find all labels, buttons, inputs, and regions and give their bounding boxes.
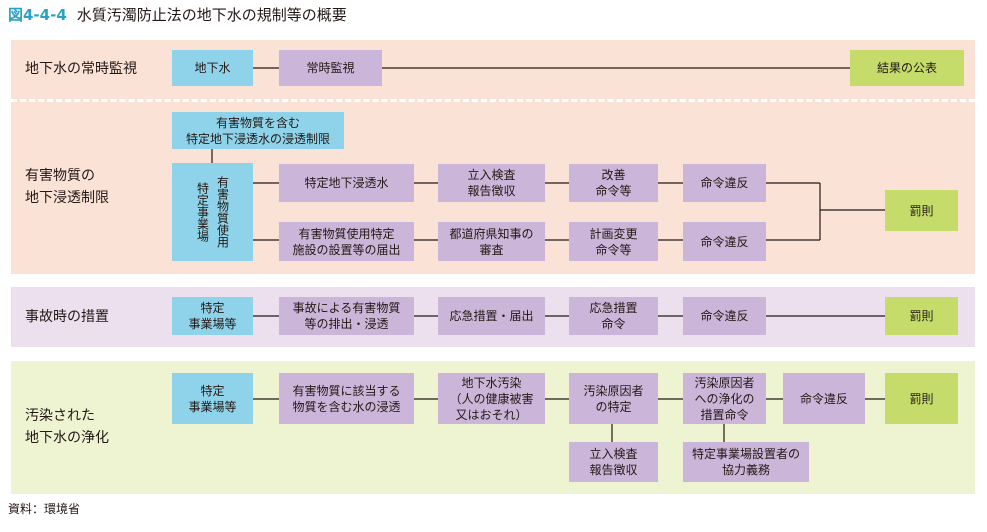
- cooperation-duty-box: 特定事業場設置者の 協力義務: [683, 442, 809, 482]
- remediation-inspection-box: 立入検査 報告徴収: [569, 442, 658, 482]
- accident-violation-box: 命令違反: [683, 297, 766, 335]
- penalty-box-remediation: 罰則: [885, 373, 958, 424]
- order-violation-box-1: 命令違反: [683, 164, 766, 202]
- source-note: 資料：環境省: [8, 502, 81, 516]
- governor-review-box: 都道府県知事の 審査: [438, 222, 545, 261]
- cleanup-order-box: 汚染原因者 への浄化の 措置命令: [683, 373, 766, 424]
- polluter-identification-box: 汚染原因者 の特定: [569, 373, 658, 424]
- penalty-box-accident: 罰則: [885, 297, 958, 335]
- improvement-order-box: 改善 命令等: [569, 164, 658, 202]
- row-label-infiltration: 有害物質の 地下浸透制限: [25, 168, 109, 206]
- hazardous-facility-text-b: 有害物質使用: [215, 176, 230, 248]
- infiltration-water-box: 特定地下浸透水: [279, 164, 414, 202]
- publication-box: 結果の公表: [850, 50, 964, 86]
- inspection-box: 立入検査 報告徴収: [438, 164, 545, 202]
- groundwater-pollution-box: 地下水汚染 （人の健康被害 又はおそれ）: [438, 373, 545, 424]
- penalty-box-infiltration: 罰則: [885, 190, 958, 231]
- row-label-monitoring: 地下水の常時監視: [25, 61, 137, 77]
- remediation-facility-box: 特定 事業場等: [172, 373, 253, 424]
- accident-facility-box: 特定 事業場等: [172, 297, 253, 335]
- figure-title-text: 水質汚濁防止法の地下水の規制等の概要: [76, 6, 347, 24]
- groundwater-box: 地下水: [172, 50, 253, 86]
- hazardous-facility-text-a: 特定事業場: [195, 182, 210, 242]
- constant-monitoring-box: 常時監視: [279, 50, 382, 86]
- figure-title: 図4-4-4 水質汚濁防止法の地下水の規制等の概要: [8, 4, 347, 26]
- facility-notification-box: 有害物質使用特定 施設の設置等の届出: [279, 222, 414, 261]
- accident-leak-box: 事故による有害物質 等の排出・浸透: [279, 297, 414, 335]
- figure-number: 図4-4-4: [8, 6, 67, 24]
- row-label-accident: 事故時の措置: [25, 309, 109, 325]
- plan-change-order-box: 計画変更 命令等: [569, 222, 658, 261]
- infiltration-restriction-box: 有害物質を含む 特定地下浸透水の浸透制限: [172, 112, 344, 149]
- emergency-order-box: 応急措置 命令: [569, 297, 658, 335]
- order-violation-box-2: 命令違反: [683, 222, 766, 261]
- row-label-remediation: 汚染された 地下水の浄化: [25, 408, 109, 446]
- emergency-measures-box: 応急措置・届出: [438, 297, 545, 335]
- section-divider: [11, 99, 975, 102]
- contaminated-water-box: 有害物質に該当する 物質を含む水の浸透: [279, 373, 414, 424]
- remediation-violation-box: 命令違反: [783, 373, 865, 424]
- hazardous-facility-box: 特定事業場 有害物質使用: [172, 163, 253, 261]
